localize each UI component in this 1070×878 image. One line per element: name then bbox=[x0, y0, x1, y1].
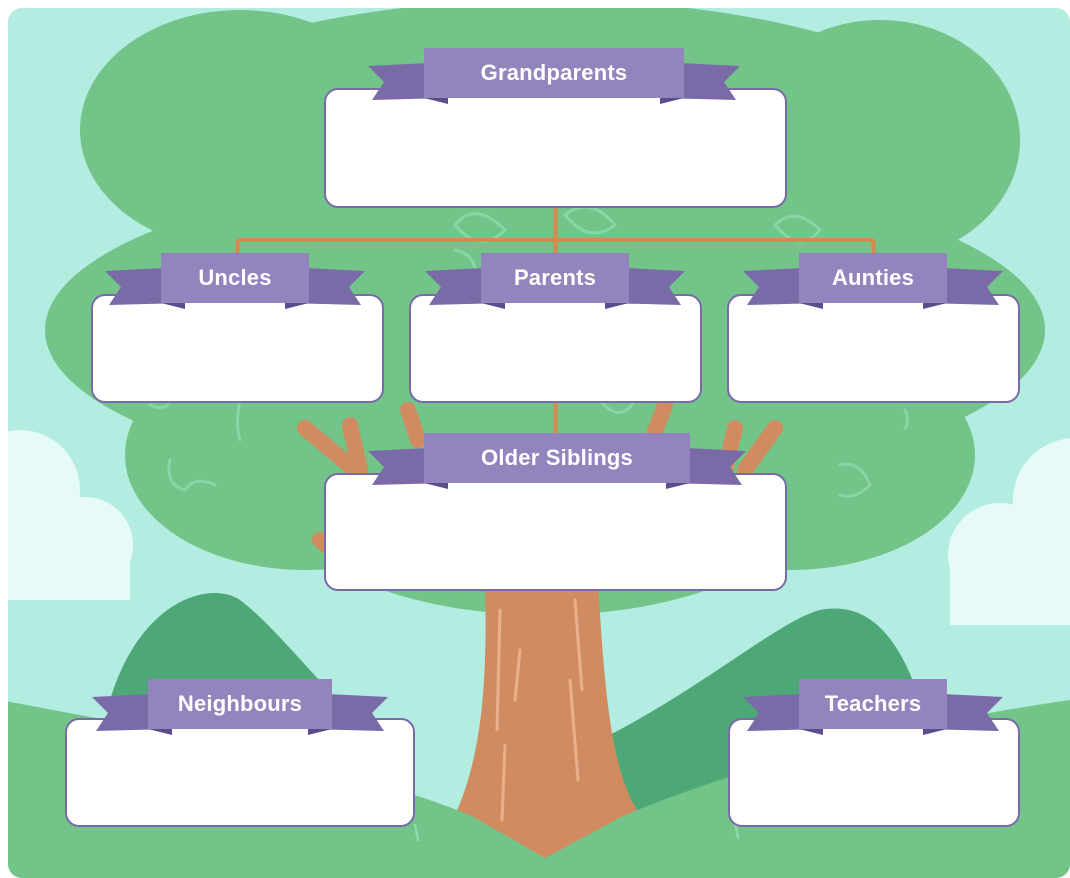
ribbon-band bbox=[424, 48, 684, 98]
right-cloud bbox=[948, 438, 1070, 625]
banner-aunties-label: Aunties bbox=[831, 265, 915, 290]
banner-parents-label: Parents bbox=[513, 265, 597, 290]
ribbon-right-fold bbox=[923, 729, 947, 735]
ribbon-right-fold bbox=[308, 729, 332, 735]
ribbon-band bbox=[424, 433, 690, 483]
banner-grandparents-label: Grandparents bbox=[480, 60, 628, 85]
banner-older-siblings-ribbon bbox=[368, 433, 746, 489]
trunk-highlights bbox=[495, 598, 584, 822]
ribbon-band bbox=[799, 679, 947, 729]
card-parents[interactable] bbox=[409, 294, 702, 403]
banner-neighbours-label: Neighbours bbox=[177, 691, 303, 716]
ribbon-left-fold bbox=[424, 98, 448, 104]
ribbon-band bbox=[799, 253, 947, 303]
ribbon-right-fold bbox=[923, 303, 947, 309]
banner-parents: Parents bbox=[425, 253, 685, 309]
ribbon-right-fold bbox=[660, 98, 684, 104]
ribbon-right-fold bbox=[285, 303, 309, 309]
banner-teachers-ribbon bbox=[743, 679, 1003, 735]
ribbon-band bbox=[161, 253, 309, 303]
ribbon-left-fold bbox=[799, 303, 823, 309]
ribbon-band bbox=[148, 679, 332, 729]
banner-grandparents-ribbon bbox=[368, 48, 740, 104]
banner-uncles-ribbon bbox=[105, 253, 365, 309]
card-uncles[interactable] bbox=[91, 294, 384, 403]
card-grandparents[interactable] bbox=[324, 88, 787, 208]
banner-older-siblings: Older Siblings bbox=[368, 433, 746, 489]
ribbon-left-fold bbox=[148, 729, 172, 735]
banner-aunties-ribbon bbox=[743, 253, 1003, 309]
ribbon-left-fold bbox=[424, 483, 448, 489]
tree-trunk bbox=[455, 585, 640, 860]
ribbon-band bbox=[481, 253, 629, 303]
ground bbox=[8, 700, 1070, 878]
banner-uncles: Uncles bbox=[105, 253, 365, 309]
card-aunties[interactable] bbox=[727, 294, 1020, 403]
banner-parents-ribbon bbox=[425, 253, 685, 309]
ribbon-left-fold bbox=[481, 303, 505, 309]
banner-aunties: Aunties bbox=[743, 253, 1003, 309]
ribbon-right-fold bbox=[605, 303, 629, 309]
banner-teachers-label: Teachers bbox=[824, 691, 922, 716]
ribbon-left-fold bbox=[799, 729, 823, 735]
banner-grandparents: Grandparents bbox=[368, 48, 740, 104]
banner-teachers: Teachers bbox=[743, 679, 1003, 735]
ribbon-right-fold bbox=[666, 483, 690, 489]
left-cloud bbox=[8, 430, 133, 600]
banner-older-siblings-label: Older Siblings bbox=[481, 445, 633, 470]
card-neighbours[interactable] bbox=[65, 718, 415, 827]
ribbon-left-fold bbox=[161, 303, 185, 309]
banner-neighbours-ribbon bbox=[92, 679, 388, 735]
banner-uncles-label: Uncles bbox=[198, 265, 272, 290]
card-older-siblings[interactable] bbox=[324, 473, 787, 591]
card-teachers[interactable] bbox=[728, 718, 1020, 827]
banner-neighbours: Neighbours bbox=[92, 679, 388, 735]
